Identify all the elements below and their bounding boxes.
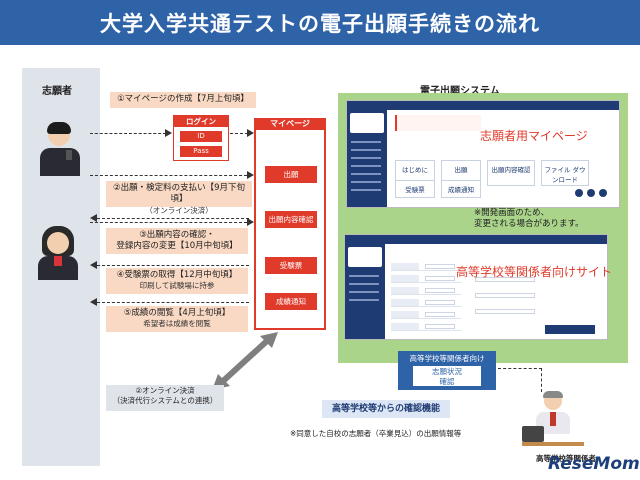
step-1-label: ①マイページの作成【7月上旬頃】 — [117, 94, 249, 104]
step-2-box: ②出願・検定料の支払い【9月下旬頃】 （オンライン決済） — [106, 181, 252, 215]
teacher-connector — [498, 368, 542, 392]
arrow-ticket-head — [90, 261, 97, 269]
highschool-site-label: 高等学校等関係者向けサイト — [456, 265, 613, 279]
arrow-confirm-return-head — [247, 218, 254, 226]
online-payment-line-2: （決済代行システムとの連携） — [112, 395, 218, 405]
online-payment-line-1: ②オンライン決済 — [135, 386, 195, 395]
mypage-title: マイページ — [256, 118, 324, 130]
arrow-results-head — [90, 298, 97, 306]
highschool-function-label: 高等学校等からの確認機能 — [322, 400, 450, 418]
university-logo-2 — [348, 247, 382, 267]
step-3-label-2: 登録内容の変更【10月中旬頃】 — [116, 241, 238, 252]
mypage-apply-button: 出願 — [265, 166, 317, 183]
applicant-label: 志願者 — [42, 86, 72, 97]
mypage-confirm-button: 出願内容確認 — [265, 211, 317, 228]
male-student-figure — [36, 122, 84, 176]
female-student-figure — [34, 226, 82, 280]
highschool-note: ※同意した自校の志願者（卒業見込）の出願情報等 — [290, 429, 462, 438]
application-status-button: 志願状況 確認 — [412, 365, 482, 387]
arrow-results — [97, 302, 249, 303]
tile-ticket: 受験票 — [395, 180, 435, 198]
dev-note-line-2: 変更される場合があります。 — [474, 219, 584, 230]
arrow-login-to-mypage-head — [247, 129, 254, 137]
step-1-box: ①マイページの作成【7月上旬頃】 — [110, 92, 256, 108]
mypage-results-button: 成績通知 — [265, 293, 317, 310]
arrow-apply-head — [247, 171, 254, 179]
mypage-ticket-button: 受験票 — [265, 257, 317, 274]
applicant-mypage-label: 志願者用マイページ — [480, 129, 588, 143]
university-logo — [350, 113, 384, 133]
teacher-label: 高等学校等関係者 — [536, 454, 596, 463]
step-2-sub: （オンライン決済） — [145, 205, 213, 215]
highschool-box-title: 高等学校等関係者向け — [409, 354, 485, 363]
step-4-label: ④受験票の取得【12月中旬頃】 — [116, 270, 238, 280]
online-payment-box: ②オンライン決済 （決済代行システムとの連携） — [106, 385, 224, 411]
login-box: ログイン ID Pass — [173, 115, 229, 161]
title-banner: 大学入学共通テストの電子出願手続きの流れ — [0, 0, 640, 45]
highschool-box: 高等学校等関係者向け 志願状況 確認 — [398, 351, 496, 390]
arrow-to-login-head — [165, 129, 172, 137]
step-5-label: ⑤成績の閲覧【4月上旬頃】 — [123, 308, 231, 318]
tile-download: ファイル ダウンロード — [541, 160, 589, 186]
step-4-box: ④受験票の取得【12月中旬頃】 印刷して試験場に持参 — [106, 268, 248, 294]
dev-note: ※開発画面のため、 変更される場合があります。 — [474, 208, 584, 231]
arrow-confirm-head — [90, 214, 97, 222]
teacher-figure — [522, 391, 584, 450]
applicant-mypage-screenshot: はじめに 出願 出願内容確認 ファイル ダウンロード 受験票 成績通知 — [346, 100, 620, 208]
highschool-site-screenshot — [344, 234, 608, 340]
login-pass-field: Pass — [180, 146, 222, 157]
arrow-apply — [90, 175, 247, 176]
arrow-confirm — [97, 218, 249, 219]
step-2-label: ②出願・検定料の支払い【9月下旬頃】 — [112, 183, 246, 205]
login-id-field: ID — [180, 131, 222, 142]
step-3-label: ③出願内容の確認・ — [139, 230, 215, 240]
step-3-box: ③出願内容の確認・ 登録内容の変更【10月中旬頃】 — [106, 228, 248, 254]
online-payment-arrow — [212, 332, 278, 390]
system-title: 電子出願システム — [420, 86, 500, 97]
login-title: ログイン — [174, 116, 228, 127]
arrow-login-to-mypage — [230, 133, 248, 134]
tile-confirm: 出願内容確認 — [487, 160, 535, 186]
dev-note-line-1: ※開発画面のため、 — [474, 208, 550, 218]
arrow-to-login — [90, 133, 166, 134]
step-4-sub: 印刷して試験場に持参 — [139, 281, 215, 291]
tile-results: 成績通知 — [441, 180, 481, 198]
arrow-confirm-return — [90, 222, 247, 223]
step-5-sub: 希望者は成績を閲覧 — [143, 319, 211, 329]
step-5-box: ⑤成績の閲覧【4月上旬頃】 希望者は成績を閲覧 — [106, 306, 248, 332]
arrow-ticket — [97, 265, 249, 266]
resemom-logo: ReseMom — [548, 454, 640, 474]
page-title: 大学入学共通テストの電子出願手続きの流れ — [100, 11, 540, 36]
